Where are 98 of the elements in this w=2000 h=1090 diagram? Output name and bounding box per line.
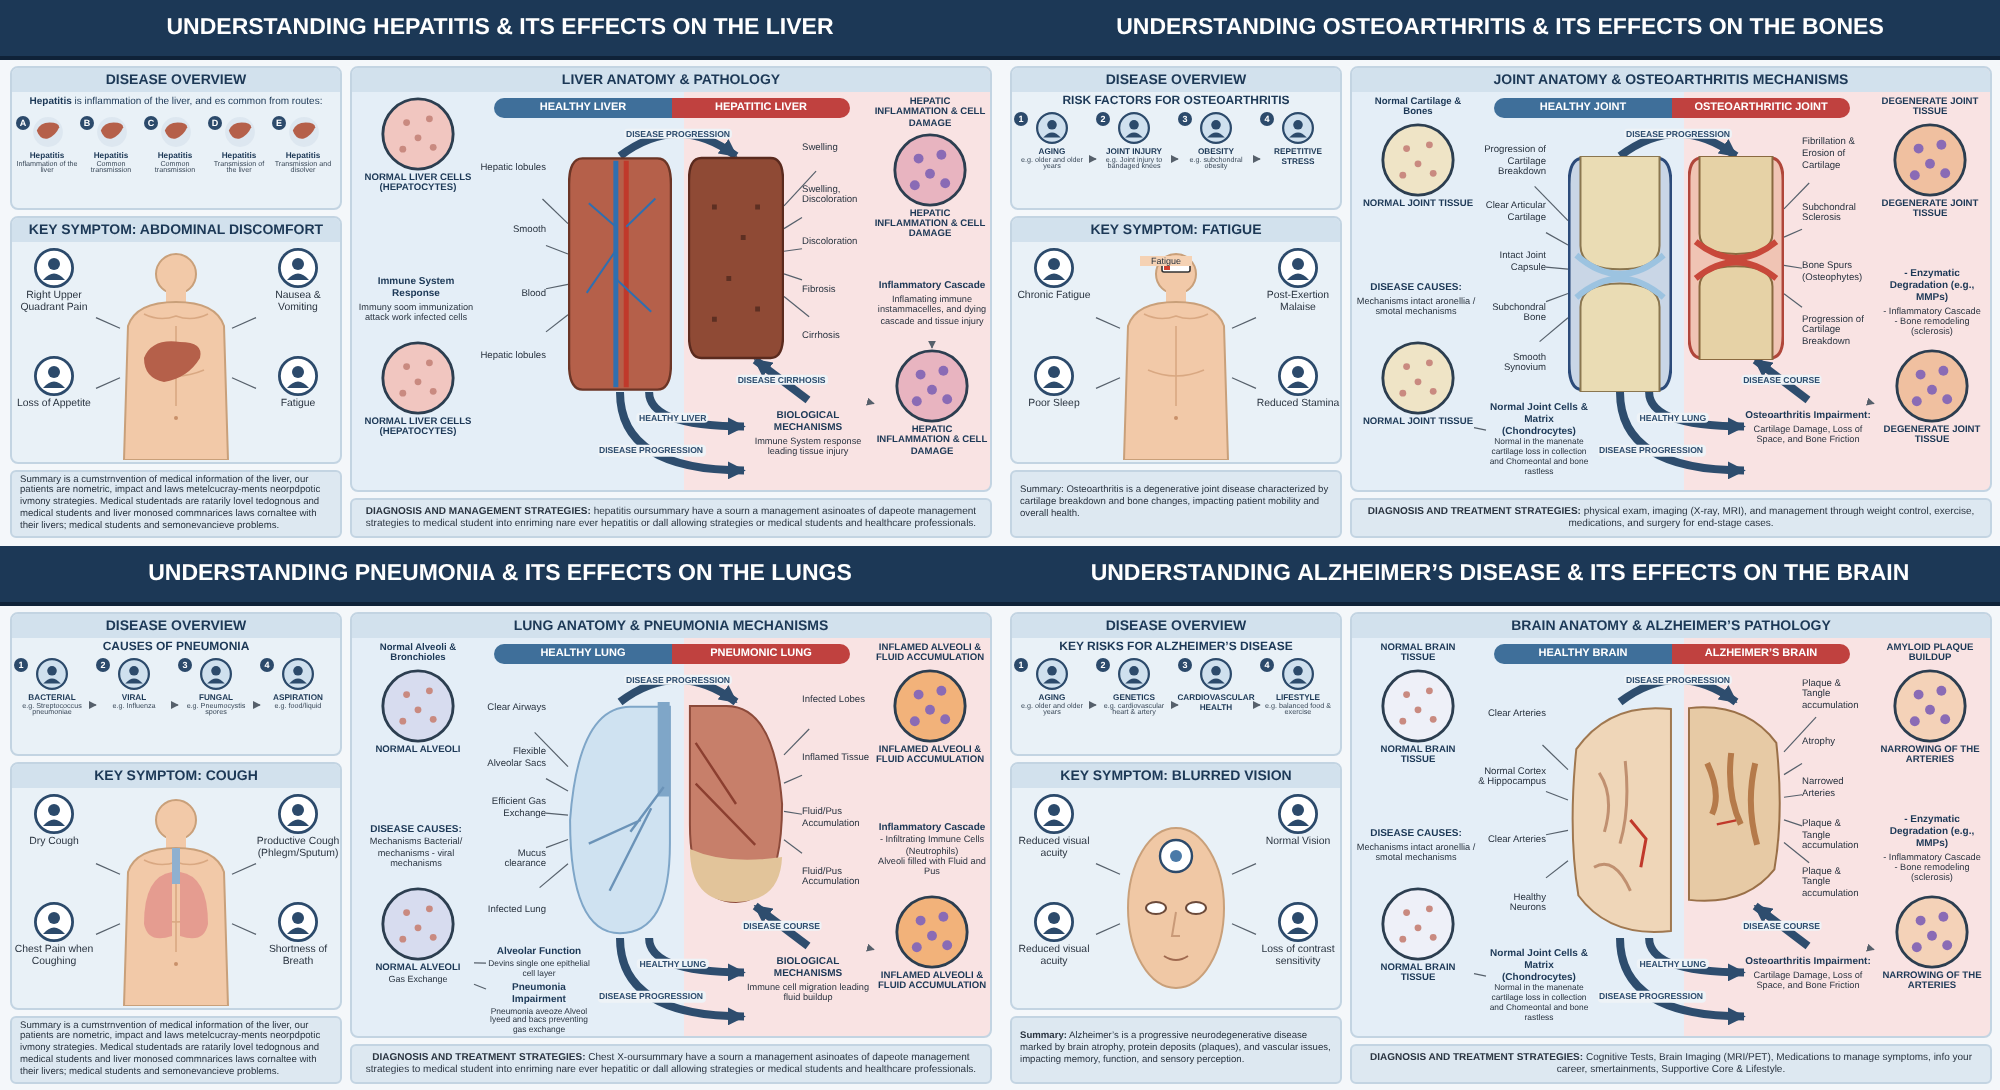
leader-line	[231, 377, 257, 389]
leader-line	[1783, 794, 1803, 798]
leader-line	[1783, 264, 1803, 269]
progression-arrow	[645, 937, 746, 982]
leader-line	[95, 317, 121, 329]
leader-line	[1231, 317, 1257, 329]
panel-background	[1010, 216, 1342, 464]
leader-line	[783, 296, 810, 318]
leader-line	[534, 731, 569, 768]
arrow	[252, 701, 261, 709]
leader-line	[1783, 228, 1803, 238]
progression-arrow	[616, 937, 746, 1025]
panel-background	[10, 762, 342, 1010]
leader-line	[95, 923, 121, 935]
leader-line	[1534, 185, 1569, 222]
leader-line	[541, 198, 569, 225]
arrow	[88, 701, 97, 709]
arrow	[1088, 701, 1097, 709]
progression-arrow	[1645, 937, 1746, 982]
leader-line	[1231, 923, 1257, 935]
arrow	[170, 701, 179, 709]
leader-line	[1783, 182, 1810, 210]
leader-line	[783, 728, 810, 756]
progression-arrow	[616, 391, 746, 479]
leader-line	[1545, 790, 1569, 801]
arrow	[1252, 701, 1261, 709]
leader-line	[1783, 819, 1803, 827]
leader-line	[1473, 426, 1487, 431]
leader-line	[545, 778, 569, 792]
leader-line	[545, 283, 569, 290]
leader-line	[1545, 860, 1569, 879]
panel-background	[1010, 66, 1342, 210]
progression-arrow	[1645, 391, 1746, 436]
leader-line	[1783, 842, 1810, 864]
leader-line	[95, 377, 121, 389]
leader-line	[1545, 266, 1569, 270]
leader-line	[1095, 863, 1121, 875]
arrow	[866, 397, 875, 406]
leader-line	[1231, 377, 1257, 389]
leader-line	[1095, 317, 1121, 329]
arrow	[1170, 155, 1179, 163]
leader-line	[1539, 317, 1569, 343]
title-banner: UNDERSTANDING HEPATITIS & ITS EFFECTS ON THE LIVER	[0, 0, 1000, 60]
panel-background	[1010, 612, 1342, 756]
leader-line	[545, 812, 569, 816]
leader-line	[783, 810, 803, 815]
arrow	[1866, 397, 1875, 406]
arrow	[1170, 701, 1179, 709]
leader-line	[473, 983, 487, 990]
arrow	[1866, 943, 1875, 952]
arrow	[866, 943, 875, 952]
leader-line	[1095, 377, 1121, 389]
leader-line	[1545, 232, 1569, 246]
leader-line	[1545, 829, 1569, 836]
leader-line	[1783, 716, 1817, 753]
leader-line	[1783, 763, 1803, 776]
leader-line	[545, 314, 569, 333]
leader-line	[1231, 863, 1257, 875]
leader-line	[783, 170, 817, 207]
panel-background	[10, 66, 342, 210]
leader-line	[473, 962, 487, 964]
leader-line	[1541, 744, 1569, 771]
leader-line	[783, 248, 803, 252]
leader-line	[539, 863, 569, 889]
progression-arrow	[1752, 902, 1811, 950]
progression-arrow	[1752, 356, 1811, 404]
panel-background	[350, 612, 992, 1038]
arrow	[1252, 155, 1261, 163]
leader-line	[231, 923, 257, 935]
leader-line	[231, 863, 257, 875]
leader-line	[1095, 923, 1121, 935]
panel-background	[1350, 66, 1992, 492]
leader-line	[545, 244, 569, 255]
leader-line	[545, 838, 569, 849]
progression-arrow	[645, 391, 746, 436]
title-banner: UNDERSTANDING PNEUMONIA & ITS EFFECTS ON THE LUNGS	[0, 546, 1000, 606]
title-banner: UNDERSTANDING OSTEOARTHRITIS & ITS EFFECTS ON THE BONES	[1000, 0, 2000, 60]
leader-line	[783, 273, 803, 281]
panel-background	[10, 216, 342, 464]
title-banner: UNDERSTANDING ALZHEIMER’S DISEASE & ITS EFFECTS ON THE BRAIN	[1000, 546, 2000, 606]
leader-line	[783, 839, 803, 854]
progression-arrow	[752, 356, 811, 404]
leader-line	[1473, 972, 1487, 977]
progression-arrow	[1616, 937, 1746, 1025]
panel-background	[10, 612, 342, 756]
leader-line	[1783, 293, 1803, 308]
leader-line	[783, 217, 803, 230]
leader-line	[231, 317, 257, 329]
panel-background	[1350, 612, 1992, 1038]
progression-arrow	[1616, 391, 1746, 479]
panel-background	[1010, 762, 1342, 1010]
panel-background	[350, 66, 992, 492]
leader-line	[783, 774, 803, 784]
leader-line	[95, 863, 121, 875]
arrow	[1088, 155, 1097, 163]
arrow	[928, 340, 936, 349]
progression-arrow	[752, 902, 811, 950]
leader-line	[1545, 292, 1569, 303]
